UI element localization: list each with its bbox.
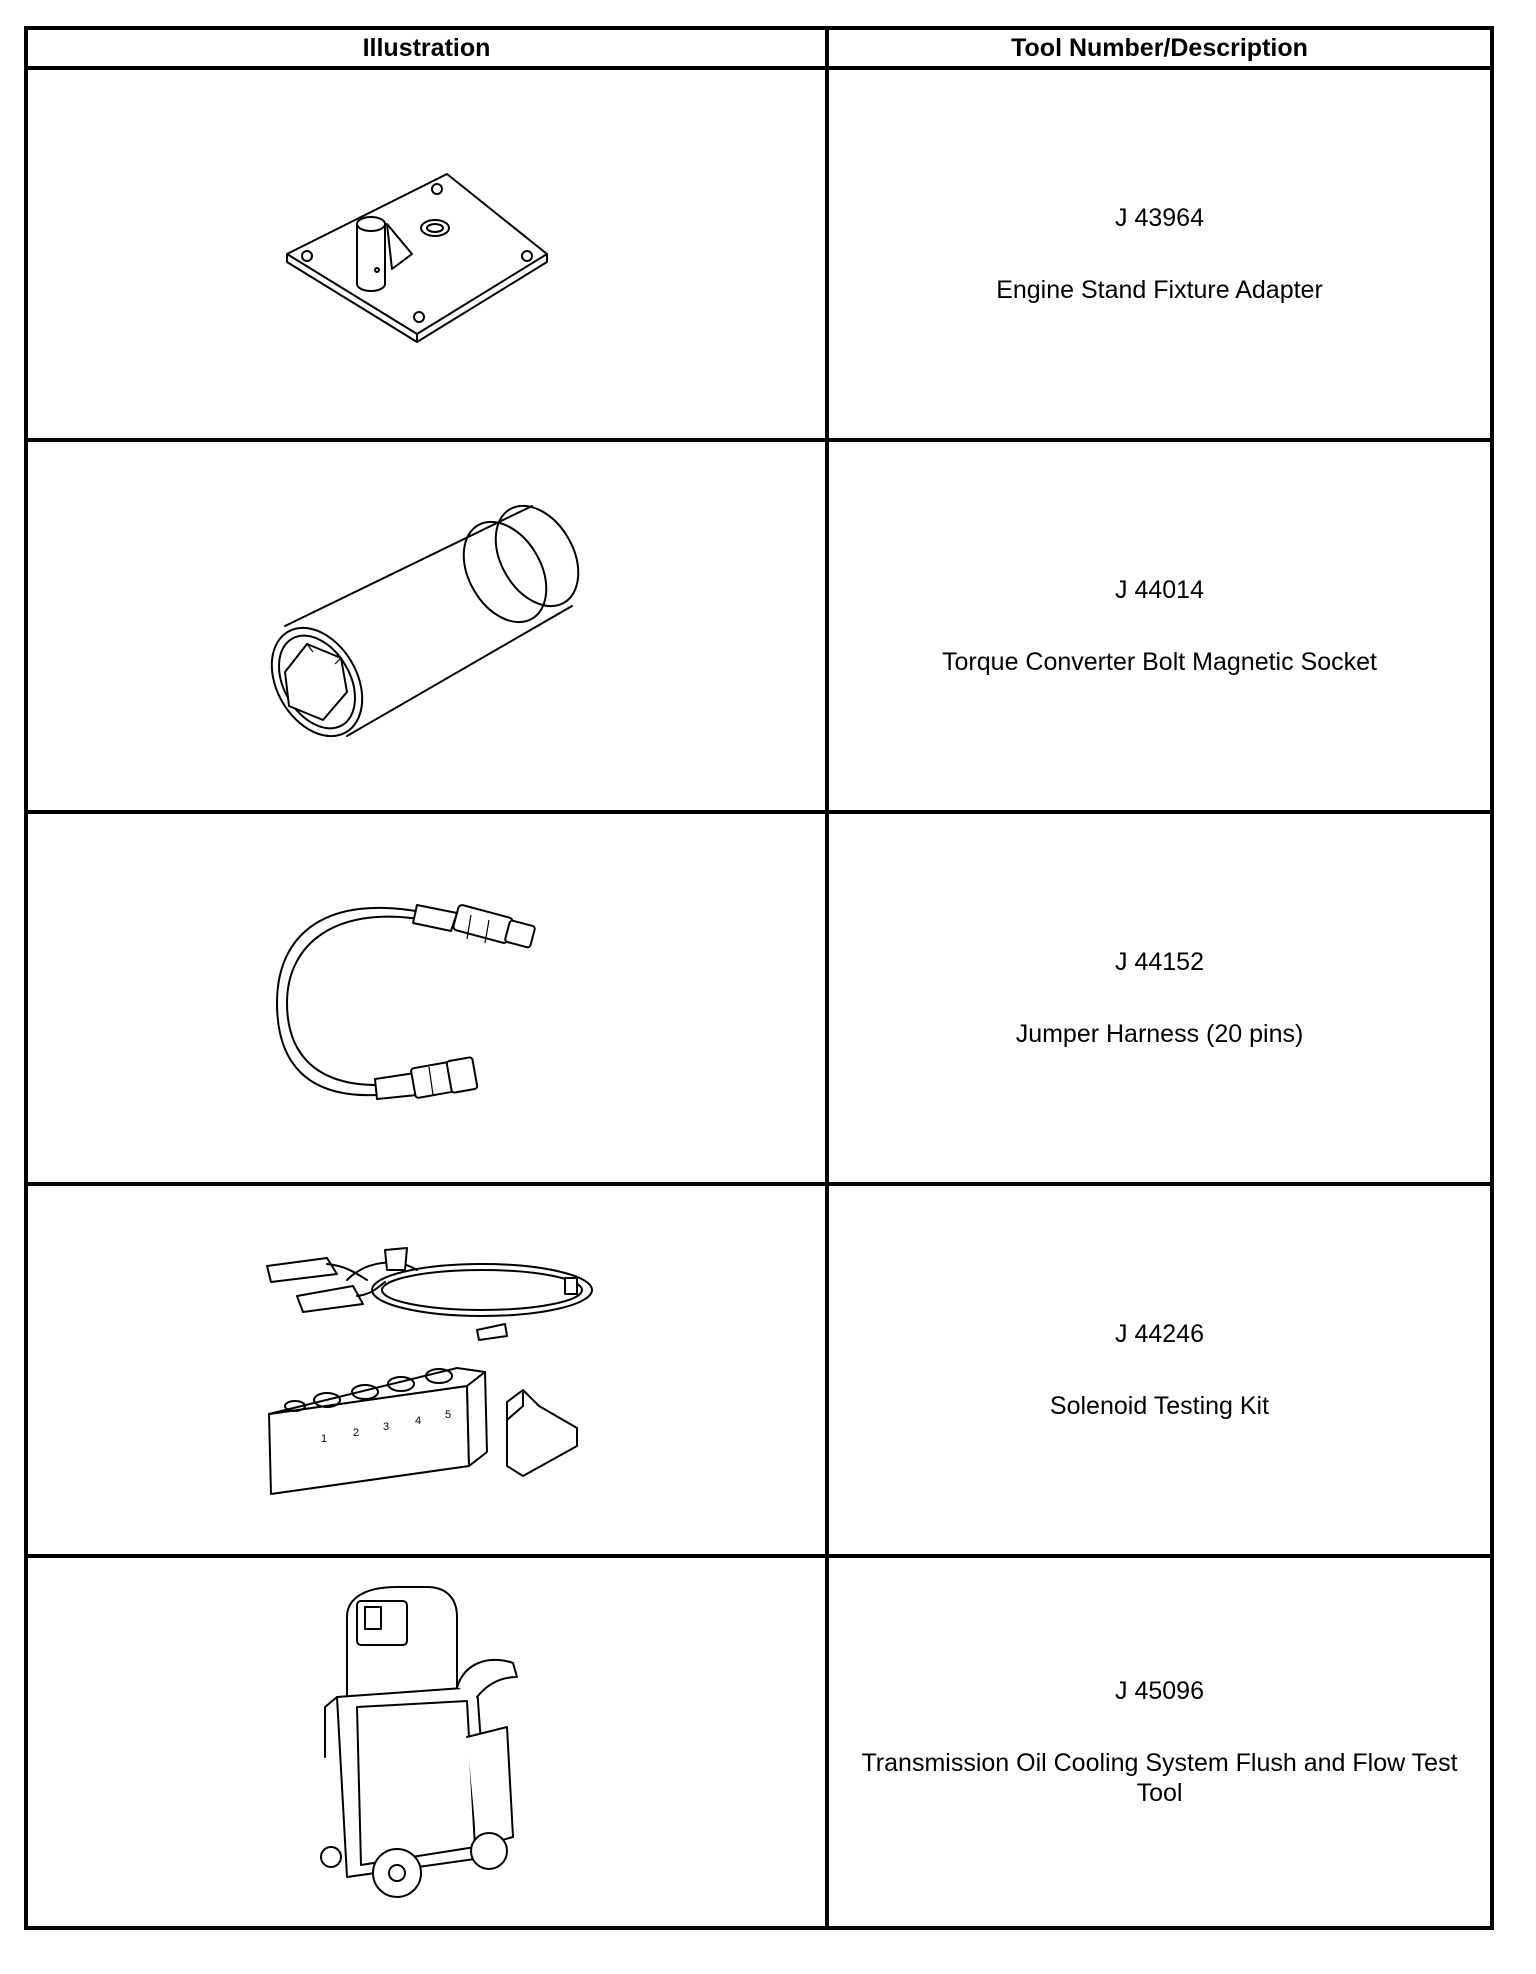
tool-number: J 45096 (1115, 1676, 1204, 1705)
tool-description: Transmission Oil Cooling System Flush an… (861, 1748, 1458, 1807)
tool-description: Engine Stand Fixture Adapter (996, 275, 1323, 304)
header-tool-number-description: Tool Number/Description (825, 26, 1494, 70)
header-illustration: Illustration (24, 26, 829, 70)
block-label: 3 (383, 1421, 389, 1433)
tool-description: Solenoid Testing Kit (1049, 1391, 1270, 1420)
block-label: 2 (353, 1427, 359, 1439)
table-row: J 43964 Engine Stand Fixture Adapter (24, 66, 1494, 442)
special-tools-table: Illustration Tool Number/Description (24, 26, 1494, 1930)
tool-number: J 44152 (1115, 947, 1204, 976)
tool-info-cell: J 45096 Transmission Oil Cooling System … (825, 1554, 1494, 1930)
illustration-cell: 1 2 3 4 5 (24, 1182, 829, 1558)
tool-info-cell: J 44152 Jumper Harness (20 pins) (825, 810, 1494, 1186)
tool-number: J 43964 (1115, 203, 1204, 232)
table-row: J 44152 Jumper Harness (20 pins) (24, 810, 1494, 1186)
block-label: 1 (321, 1433, 327, 1445)
jumper-harness-icon (275, 904, 536, 1100)
illustration-cell (24, 810, 829, 1186)
illustration-cell (24, 438, 829, 814)
tool-description: Jumper Harness (20 pins) (1015, 1019, 1304, 1048)
table-row: J 45096 Transmission Oil Cooling System … (24, 1554, 1494, 1930)
magnetic-socket-icon (270, 504, 579, 738)
tool-number: J 44246 (1115, 1319, 1204, 1348)
tool-info-cell: J 44014 Torque Converter Bolt Magnetic S… (825, 438, 1494, 814)
table-header-row: Illustration Tool Number/Description (24, 26, 1494, 70)
illustration-cell (24, 66, 829, 442)
table-row: 1 2 3 4 5 J 44246 Solenoid Testing Kit (24, 1182, 1494, 1558)
flush-flow-test-machine-icon (319, 1586, 518, 1898)
table-row: J 44014 Torque Converter Bolt Magnetic S… (24, 438, 1494, 814)
illustration-cell (24, 1554, 829, 1930)
engine-stand-fixture-adapter-icon (285, 173, 548, 343)
solenoid-testing-kit-icon: 1 2 3 4 5 (265, 1247, 593, 1495)
tool-info-cell: J 43964 Engine Stand Fixture Adapter (825, 66, 1494, 442)
tool-description: Torque Converter Bolt Magnetic Socket (942, 647, 1377, 676)
block-label: 5 (445, 1409, 451, 1421)
tool-number: J 44014 (1115, 575, 1204, 604)
block-label: 4 (415, 1415, 421, 1427)
tool-info-cell: J 44246 Solenoid Testing Kit (825, 1182, 1494, 1558)
